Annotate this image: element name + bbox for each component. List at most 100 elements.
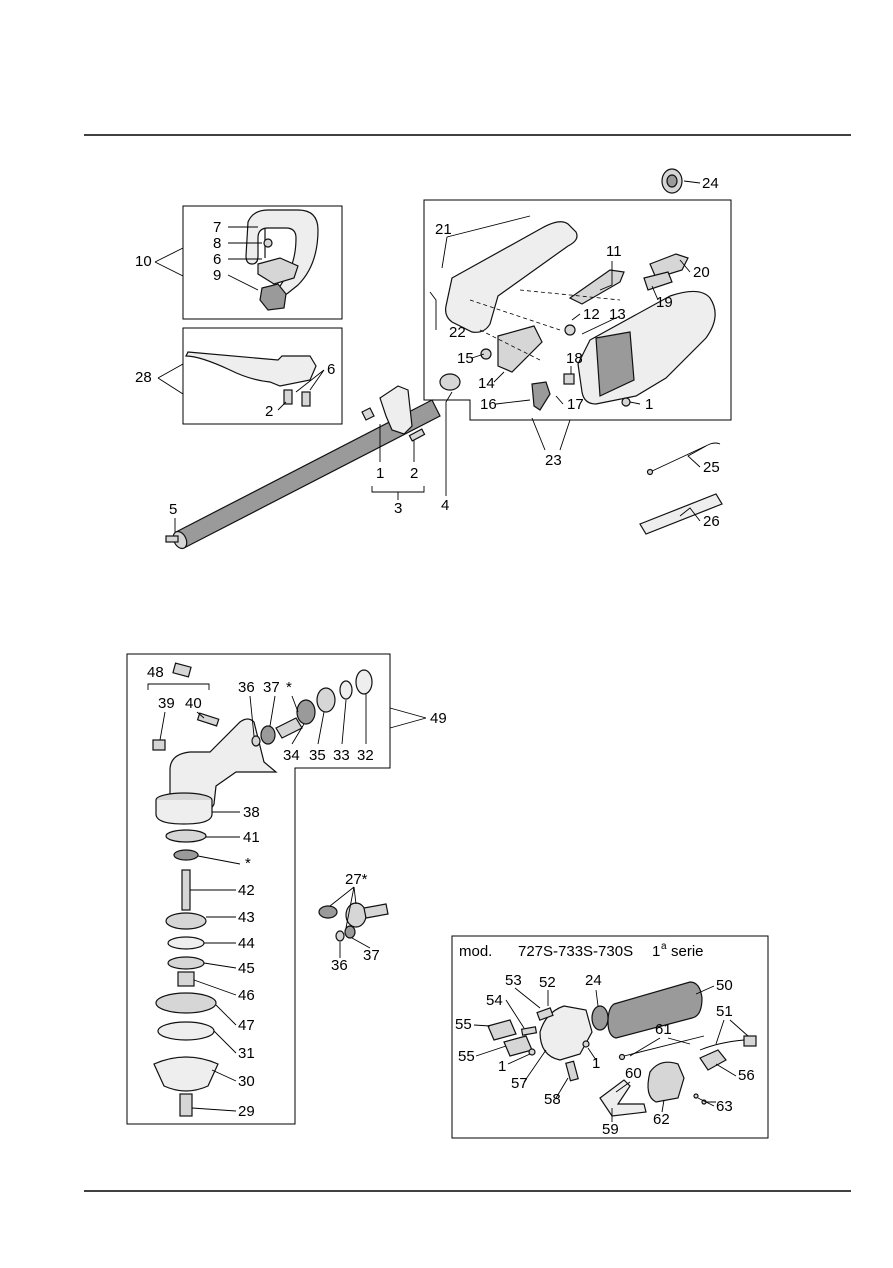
callout-47: 47 (238, 1017, 255, 1034)
clamp-nut (361, 407, 375, 421)
callout-28: 28 (135, 369, 152, 386)
callout-star-b: * (245, 855, 251, 872)
loop-handle (245, 209, 319, 297)
callout-58: 58 (544, 1091, 561, 1108)
grip-nut-2 (621, 397, 631, 407)
handle-clamp-lower (259, 283, 287, 311)
callout-62: 62 (653, 1111, 670, 1128)
callout-20: 20 (693, 264, 710, 281)
grip-assembly-box (423, 199, 732, 421)
callout-54: 54 (486, 992, 503, 1009)
barrier-handle-box (182, 327, 343, 425)
callout-9: 9 (213, 267, 221, 284)
callout-2a: 2 (265, 403, 273, 420)
callout-7: 7 (213, 219, 221, 236)
inset-trigger-59 (599, 1079, 647, 1117)
callout-1b: 1 (376, 465, 384, 482)
callout-27: 27* (345, 871, 368, 888)
callout-25: 25 (703, 459, 720, 476)
inset-cable-end (618, 1053, 626, 1061)
handle-loop-box (182, 205, 343, 320)
callout-26: 26 (703, 513, 720, 530)
barrier-handle (185, 351, 317, 387)
callout-61: 61 (655, 1021, 672, 1038)
callout-6b: 6 (327, 361, 335, 378)
ring-33 (339, 680, 353, 700)
bolt-29 (179, 1093, 193, 1117)
callout-12: 12 (583, 306, 600, 323)
callout-36: 36 (238, 679, 255, 696)
inset-cable-61 (623, 1035, 705, 1057)
callout-34: 34 (283, 747, 300, 764)
ring-44 (167, 936, 205, 950)
callout-17: 17 (567, 396, 584, 413)
inset-housing (539, 1005, 593, 1061)
callout-3: 3 (394, 500, 402, 517)
cable-end (646, 468, 654, 476)
bevel-gear-27 (318, 905, 338, 919)
inset-screw-53 (536, 1007, 554, 1021)
barrier-screw-a (283, 389, 293, 405)
bearing-41 (165, 829, 207, 843)
callout-29: 29 (238, 1103, 255, 1120)
lower-callouts: 48 36 37 * 39 40 34 35 33 32 49 38 41 * … (147, 664, 447, 1120)
callout-60: 60 (625, 1065, 642, 1082)
callout-38: 38 (243, 804, 260, 821)
model-inset: mod. 727S-733S-730S 1 a serie (451, 935, 769, 1139)
callout-24-inset: 24 (585, 972, 602, 989)
shaft-clamp-bracket (379, 385, 413, 435)
callout-55b: 55 (458, 1048, 475, 1065)
callout-40: 40 (185, 695, 202, 712)
washer-45 (167, 956, 205, 970)
inset-nut-1a (528, 1048, 536, 1056)
callout-1-inset-a: 1 (498, 1058, 506, 1075)
callout-35: 35 (309, 747, 326, 764)
inset-callouts: 53 52 24 50 54 51 55 61 55 1 1 60 56 57 … (455, 972, 755, 1138)
callout-55a: 55 (455, 1016, 472, 1033)
grip-half-left (445, 221, 578, 333)
handle-clamp (257, 257, 299, 285)
plug-39 (152, 739, 166, 751)
upper-assembly (165, 168, 732, 550)
callout-1-inset-b: 1 (592, 1055, 600, 1072)
grip-nut (480, 348, 492, 360)
inset-grip-50 (607, 981, 703, 1039)
bolt-40 (196, 712, 220, 727)
callout-19: 19 (656, 294, 673, 311)
gear-star (173, 849, 199, 861)
callout-star-a: * (286, 679, 292, 696)
callout-31: 31 (238, 1045, 255, 1062)
trigger-lockout (497, 325, 543, 373)
upper-leaders (154, 180, 707, 532)
clamp-bolt (408, 428, 426, 442)
callout-14: 14 (478, 375, 495, 392)
callout-1a: 1 (645, 396, 653, 413)
bevel-shaft-27 (363, 903, 389, 919)
bolt-48-bracket (147, 683, 210, 690)
pinion-shaft (275, 717, 303, 739)
lower-assembly (126, 653, 391, 1125)
inset-connector-51 (743, 1035, 757, 1047)
callout-42: 42 (238, 882, 255, 899)
callout-6: 6 (213, 251, 221, 268)
inset-screw-54 (520, 1026, 538, 1036)
inset-insert-55b (503, 1035, 533, 1057)
callout-48: 48 (147, 664, 164, 681)
pinion-37 (260, 725, 276, 745)
ground-wire (639, 493, 723, 535)
callout-23: 23 (545, 452, 562, 469)
callout-49: 49 (430, 710, 447, 727)
inset-series-number: 1 (652, 943, 660, 960)
washer-36b (335, 930, 345, 942)
bevel-pinion-27 (345, 902, 367, 928)
upper-callouts: 7 8 6 9 10 28 6 2 21 11 20 19 22 12 13 1… (135, 175, 720, 530)
callout-22: 22 (449, 324, 466, 341)
cable-clip (531, 381, 551, 411)
bowl-30 (153, 1056, 219, 1092)
callout-37b: 37 (363, 947, 380, 964)
throttle-trigger (568, 269, 625, 305)
inset-model-label: mod. (459, 943, 492, 960)
cup-31 (157, 1021, 215, 1041)
bolt-48 (172, 662, 192, 678)
